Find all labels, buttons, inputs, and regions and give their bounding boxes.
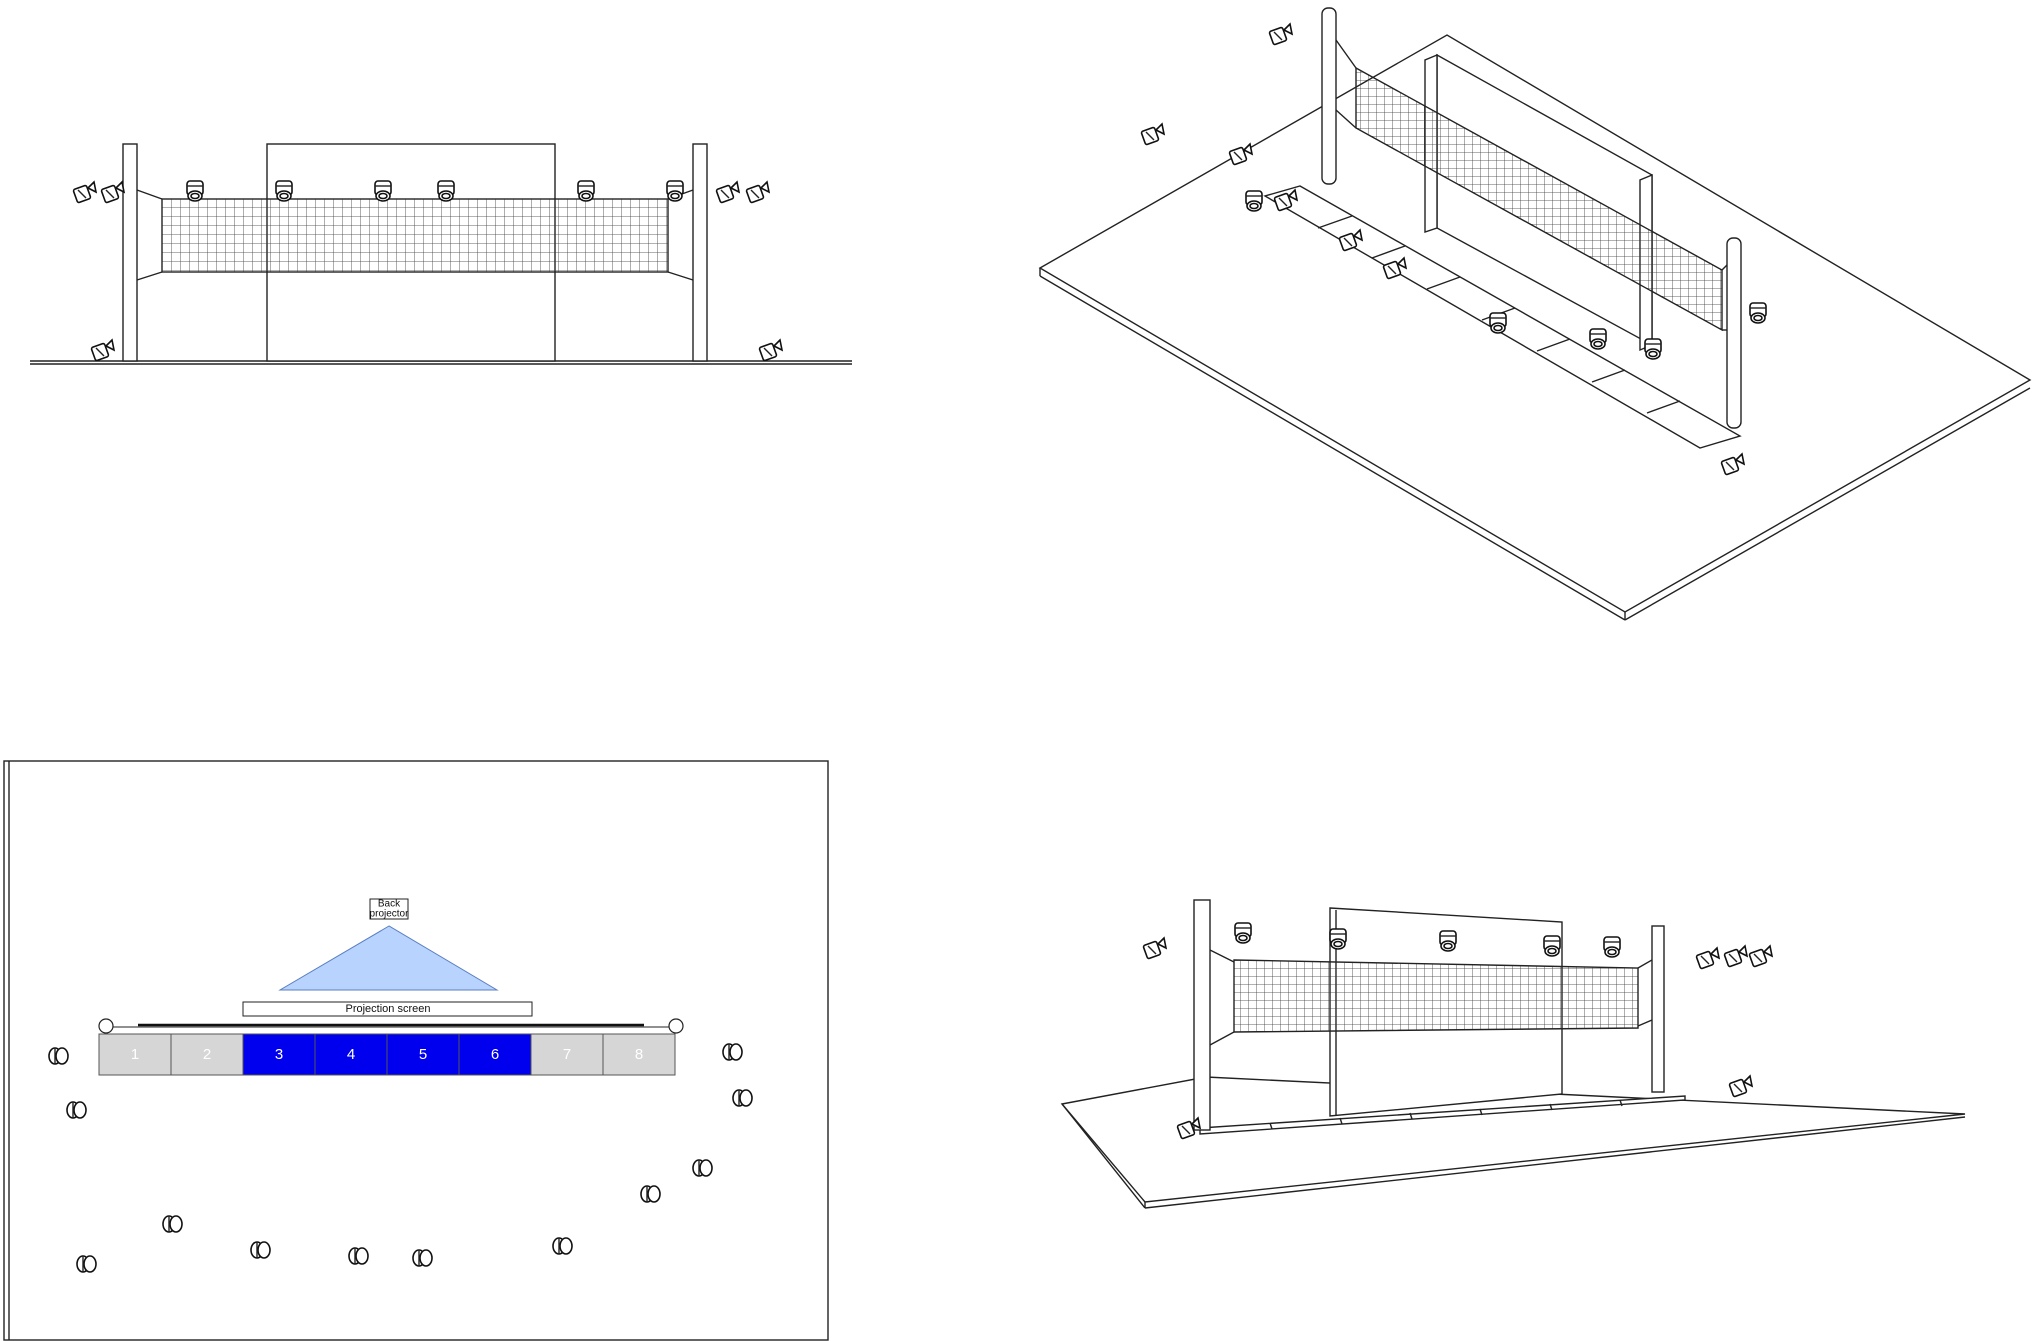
zone-1 xyxy=(98,1033,172,1076)
camera-icon xyxy=(1439,930,1457,952)
camera-icon xyxy=(374,180,392,202)
camera-icon xyxy=(552,1237,573,1255)
camera-icon xyxy=(348,1247,369,1265)
zone-label-6: 6 xyxy=(491,1046,499,1063)
zone-label-7: 7 xyxy=(563,1046,571,1063)
camera-icon xyxy=(1723,945,1748,968)
zone-8 xyxy=(602,1033,676,1076)
camera-icon xyxy=(76,1255,97,1273)
camera-icon xyxy=(758,339,783,362)
camera-icon xyxy=(48,1047,69,1065)
camera-icon xyxy=(1603,936,1621,958)
camera-icon xyxy=(1489,312,1507,334)
projector-beam xyxy=(278,925,499,991)
camera-icon xyxy=(1589,328,1607,350)
net-post-right xyxy=(692,143,708,362)
camera-icon xyxy=(722,1043,743,1061)
camera-icon xyxy=(745,181,770,204)
camera-icon xyxy=(72,181,97,204)
zone-label-8: 8 xyxy=(635,1046,643,1063)
top-view-plan: Back projector Projection screen 1 2 3 4 5 6 7… xyxy=(3,760,829,1341)
back-projector-label-2: projector xyxy=(370,909,410,920)
camera-icon xyxy=(100,181,125,204)
camera-icon xyxy=(186,180,204,202)
camera-icon xyxy=(412,1249,433,1267)
zone-6 xyxy=(458,1033,532,1076)
net-post-right xyxy=(1651,925,1665,1093)
net-post-right xyxy=(1726,237,1742,429)
camera-icon xyxy=(1543,935,1561,957)
isometric-view xyxy=(1038,7,2032,621)
camera-icon xyxy=(162,1215,183,1233)
net-front xyxy=(161,198,669,273)
camera-icon xyxy=(66,1101,87,1119)
camera-icon xyxy=(1749,302,1767,324)
camera-icon xyxy=(90,339,115,362)
camera-icon xyxy=(1728,1075,1753,1098)
front-elevation-view xyxy=(30,143,852,365)
net-post-left xyxy=(1193,899,1211,1131)
camera-icon xyxy=(692,1159,713,1177)
zone-2 xyxy=(170,1033,244,1076)
projection-screen xyxy=(242,1001,533,1017)
camera-icon xyxy=(250,1241,271,1259)
back-projector-box xyxy=(369,898,409,920)
zone-5 xyxy=(386,1033,460,1076)
perspective-view xyxy=(1060,899,1966,1209)
camera-icon xyxy=(1234,922,1252,944)
camera-icon xyxy=(1268,23,1293,46)
camera-icon xyxy=(1644,338,1662,360)
zone-label-3: 3 xyxy=(275,1046,283,1063)
camera-icon xyxy=(577,180,595,202)
net-persp xyxy=(1233,959,1639,1033)
camera-icon xyxy=(640,1185,661,1203)
camera-icon xyxy=(1142,937,1167,960)
camera-icon xyxy=(1140,123,1165,146)
net-post-left xyxy=(122,143,138,362)
net-post-left xyxy=(98,1018,114,1034)
back-projector-label-1: Back xyxy=(378,899,401,910)
zone-7 xyxy=(530,1033,604,1076)
camera-icon xyxy=(437,180,455,202)
zone-label-1: 1 xyxy=(131,1046,139,1063)
net-post-left xyxy=(1321,7,1337,185)
camera-icon xyxy=(1748,945,1773,968)
zone-4 xyxy=(314,1033,388,1076)
zone-strip: 1 2 3 4 5 6 7 8 xyxy=(98,1033,676,1076)
camera-icon xyxy=(732,1089,753,1107)
camera-icon xyxy=(666,180,684,202)
zone-label-5: 5 xyxy=(419,1046,427,1063)
zone-label-4: 4 xyxy=(347,1046,355,1063)
camera-icon xyxy=(1329,928,1347,950)
projection-screen-label: Projection screen xyxy=(346,1003,431,1015)
camera-icon xyxy=(1695,947,1720,970)
camera-icon xyxy=(1245,190,1263,212)
camera-icon xyxy=(275,180,293,202)
floor-zone-strip xyxy=(1199,1095,1686,1135)
net-post-right xyxy=(668,1018,684,1034)
camera-icon xyxy=(715,181,740,204)
zone-label-2: 2 xyxy=(203,1046,211,1063)
